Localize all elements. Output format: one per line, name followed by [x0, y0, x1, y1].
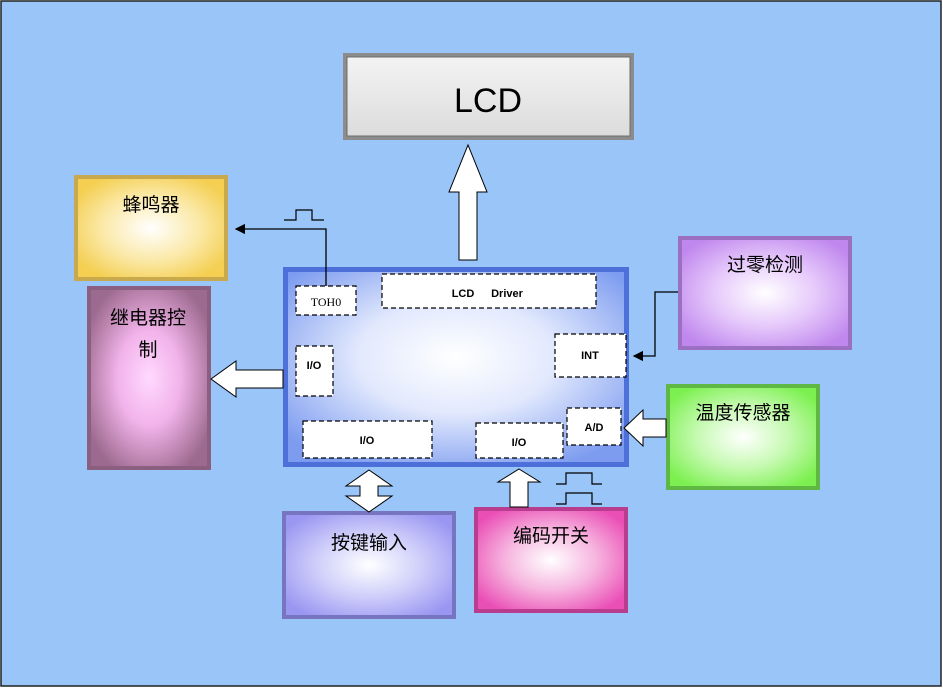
relay-label-line1: 继电器控 — [110, 307, 186, 329]
arrow-mcu-to-lcd — [448, 143, 488, 261]
int-port — [554, 333, 627, 378]
keypad-label: 按键输入 — [331, 532, 407, 554]
io-bottom-right-port — [475, 422, 564, 459]
io-left-port — [295, 345, 334, 397]
zero-cross-label: 过零检测 — [727, 254, 803, 276]
buzzer-block: 蜂鸣器 — [74, 175, 228, 281]
lcd-driver-port — [381, 273, 597, 309]
encoder-label: 编码开关 — [513, 525, 589, 547]
temp-sensor-block: 温度传感器 — [666, 384, 820, 490]
lcd-driver-label-part1: LCD — [452, 288, 475, 300]
line-zero-cross-to-int — [632, 291, 678, 362]
toh0-port — [295, 285, 357, 316]
lcd-block: LCD — [343, 53, 634, 140]
arrow-temp-to-ad — [623, 408, 667, 448]
zero-cross-block: 过零检测 — [678, 236, 852, 350]
io-bottom-left-label: I/O — [360, 435, 375, 447]
keypad-block: 按键输入 — [282, 511, 456, 619]
pulse-signal-icon — [284, 209, 324, 221]
lcd-label: LCD — [454, 82, 522, 120]
temp-sensor-label: 温度传感器 — [695, 402, 790, 424]
lcd-driver-label-part2: Driver — [491, 288, 524, 300]
int-label: INT — [581, 350, 599, 362]
io-left-label: I/O — [307, 360, 322, 372]
ad-port — [566, 407, 622, 446]
relay-label-line2: 制 — [138, 339, 157, 361]
encoder-pulse-b-icon — [556, 492, 602, 505]
toh0-label: TOH0 — [311, 295, 341, 309]
encoder-pulse-a-icon — [556, 472, 602, 485]
arrow-mcu-to-relay — [210, 360, 284, 398]
io-bottom-left-port — [302, 420, 433, 459]
encoder-block: 编码开关 — [474, 507, 628, 613]
buzzer-label: 蜂鸣器 — [122, 194, 179, 216]
mcu-block: LCD Driver TOH0 I/O INT A/D I/O I/O — [283, 267, 629, 467]
line-toh0-to-buzzer — [234, 223, 327, 286]
relay-block: 继电器控 制 — [87, 286, 211, 470]
arrow-encoder-to-mcu — [496, 468, 542, 508]
io-bottom-right-label: I/O — [512, 437, 527, 449]
arrow-keypad-mcu-bidirectional — [344, 469, 394, 513]
ad-label: A/D — [585, 422, 604, 434]
